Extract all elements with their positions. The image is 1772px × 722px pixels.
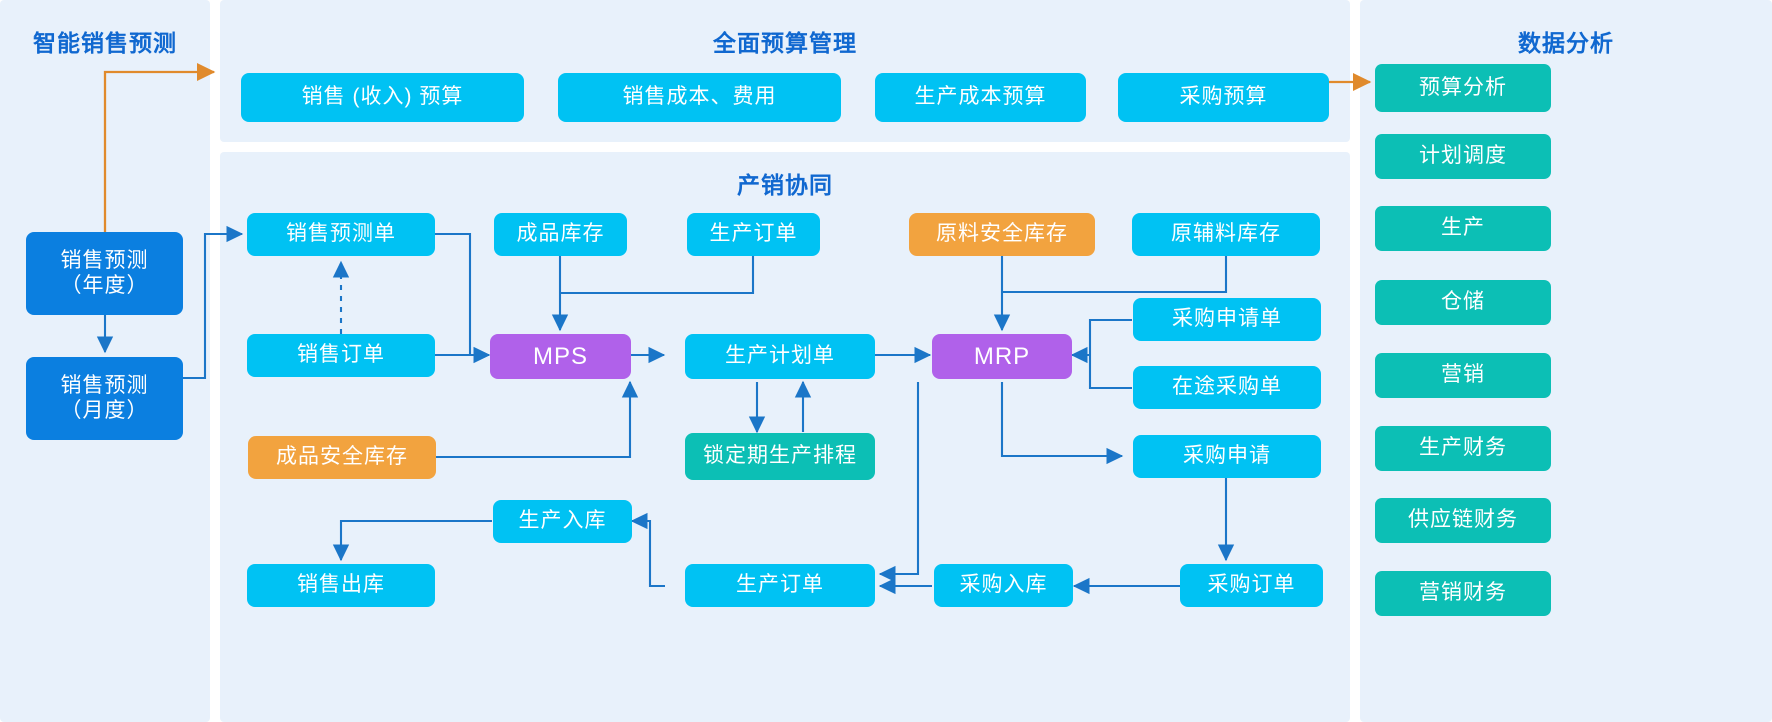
node-sales-forecast-yearly[interactable]: 销售预测 （年度） (26, 232, 183, 315)
node-purchase-order[interactable]: 采购订单 (1180, 564, 1323, 607)
node-production-cost-budget[interactable]: 生产成本预算 (875, 73, 1086, 122)
node-sales-order[interactable]: 销售订单 (247, 334, 435, 377)
node-mrp[interactable]: MRP (932, 334, 1072, 379)
panel-title-data-analysis: 数据分析 (1518, 30, 1614, 56)
sidebar-item-warehousing[interactable]: 仓储 (1375, 280, 1551, 325)
node-procurement-budget[interactable]: 采购预算 (1118, 73, 1329, 122)
node-purchase-receipt[interactable]: 采购入库 (934, 564, 1073, 607)
sidebar-item-plan-scheduling[interactable]: 计划调度 (1375, 134, 1551, 179)
panel-title-sales-forecast: 智能销售预测 (33, 30, 177, 56)
node-purchase-requisition-order[interactable]: 采购申请单 (1133, 298, 1321, 341)
node-sales-cost-expense[interactable]: 销售成本、费用 (558, 73, 841, 122)
node-production-order-top[interactable]: 生产订单 (687, 213, 820, 256)
node-raw-auxiliary-inventory[interactable]: 原辅料库存 (1132, 213, 1320, 256)
node-finished-goods-inventory[interactable]: 成品库存 (494, 213, 627, 256)
node-sales-outbound[interactable]: 销售出库 (247, 564, 435, 607)
node-sales-revenue-budget[interactable]: 销售 (收入) 预算 (241, 73, 524, 122)
node-in-transit-purchase-order[interactable]: 在途采购单 (1133, 366, 1321, 409)
sidebar-item-marketing[interactable]: 营销 (1375, 353, 1551, 398)
node-raw-material-safety-stock[interactable]: 原料安全库存 (909, 213, 1095, 256)
node-finished-goods-safety-stock[interactable]: 成品安全库存 (248, 436, 436, 479)
node-production-order-bottom[interactable]: 生产订单 (685, 564, 875, 607)
node-production-receipt[interactable]: 生产入库 (493, 500, 632, 543)
node-frozen-period-schedule[interactable]: 锁定期生产排程 (685, 433, 875, 480)
node-mps[interactable]: MPS (490, 334, 631, 379)
node-purchase-requisition[interactable]: 采购申请 (1133, 435, 1321, 478)
node-production-plan-order[interactable]: 生产计划单 (685, 334, 875, 379)
node-sales-forecast-order[interactable]: 销售预测单 (247, 213, 435, 256)
panel-title-collaboration: 产销协同 (737, 172, 833, 198)
sidebar-item-budget-analysis[interactable]: 预算分析 (1375, 64, 1551, 112)
sidebar-item-production[interactable]: 生产 (1375, 206, 1551, 251)
sidebar-item-production-finance[interactable]: 生产财务 (1375, 426, 1551, 471)
sidebar-item-supply-chain-finance[interactable]: 供应链财务 (1375, 498, 1551, 543)
panel-title-budget: 全面预算管理 (713, 30, 857, 56)
node-sales-forecast-monthly[interactable]: 销售预测 （月度） (26, 357, 183, 440)
sidebar-item-marketing-finance[interactable]: 营销财务 (1375, 571, 1551, 616)
